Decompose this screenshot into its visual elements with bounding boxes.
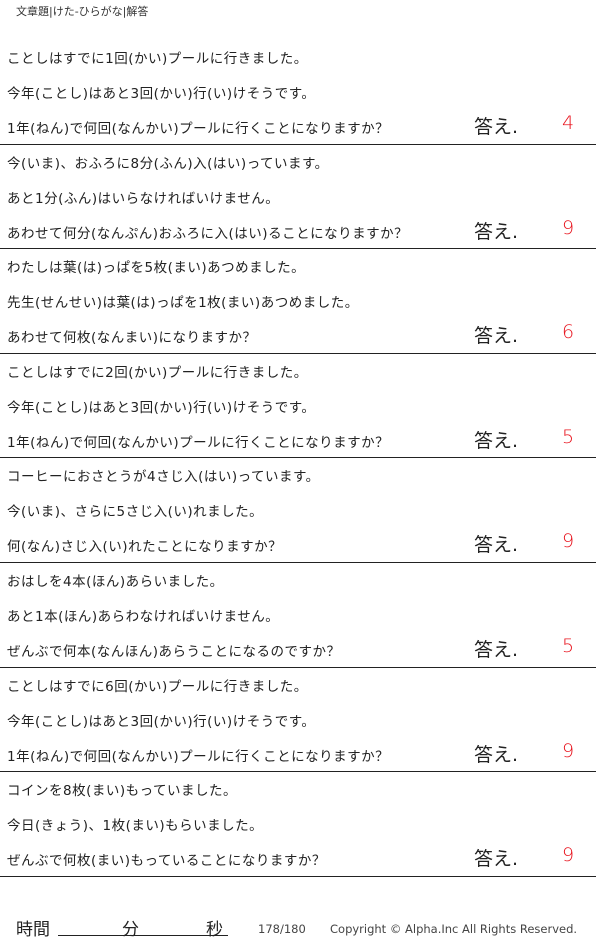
problem: ことしはすでに6回(かい)プールに行きました。今年(ことし)はあと3回(かい)行… [0,668,596,773]
problem: ことしはすでに1回(かい)プールに行きました。今年(ことし)はあと3回(かい)行… [0,40,596,145]
problem-line: 今年(ことし)はあと3回(かい)行(い)けそうです。 [7,86,316,102]
problem-line: ことしはすでに6回(かい)プールに行きました。 [7,678,308,695]
problem-line: 何(なん)さじ入(い)れたことになりますか？ [7,539,283,556]
problem-line: コーヒーにおさとうが4さじ入(はい)っています。 [7,469,320,486]
problem-line: あと1分(ふん)はいらなければいけません。 [7,190,280,207]
answer-value: 6 [562,321,575,344]
answer-label: 答え. [474,743,519,766]
problem-line: わたしは葉(は)っぱを5枚(まい)あつめました。 [7,260,306,277]
answer-value: 5 [562,635,575,657]
problem: おはしを4本(ほん)あらいました。あと1本(ほん)あらわなければいけません。ぜん… [0,563,596,668]
answer-label: 答え. [474,325,519,348]
problem-line: ことしはすでに1回(かい)プールに行きました。 [7,51,308,67]
problem-line: コインを8枚(まい)もっていました。 [7,783,237,800]
problem: コインを8枚(まい)もっていました。今日(きょう)、1枚(まい)もらいました。ぜ… [0,772,596,877]
copyright: Copyright © Alpha.Inc All Rights Reserve… [330,922,578,936]
problem-line: 1年(ねん)で何回(なんかい)プールに行くことになりますか？ [7,434,390,451]
problem-line: 今年(ことし)はあと3回(かい)行(い)けそうです。 [7,399,316,416]
problem-line: あと1本(ほん)あらわなければいけません。 [7,609,280,625]
problem-line: あわせて何枚(なんまい)になりますか？ [7,330,257,347]
problem-line: 先生(せんせい)は葉(は)っぱを1枚(まい)あつめました。 [7,295,359,312]
problem-line: あわせて何分(なんぷん)おふろに入(はい)ることになりますか？ [7,225,409,242]
seconds-label: 秒 [206,920,223,940]
problem-line: 今年(ことし)はあと3回(かい)行(い)けそうです。 [7,713,316,730]
problem: コーヒーにおさとうが4さじ入(はい)っています。今(いま)、さらに5さじ入(い)… [0,458,596,563]
time-blank [58,935,228,936]
problem-line: 今(いま)、さらに5さじ入(い)れました。 [7,504,264,521]
problem-line: ぜんぶで何本(なんほん)あらうことになるのですか？ [7,644,341,660]
problem-line: 1年(ねん)で何回(なんかい)プールに行くことになりますか？ [7,121,390,137]
answer-value: 9 [562,530,575,553]
problem-line: 1年(ねん)で何回(なんかい)プールに行くことになりますか？ [7,748,390,765]
problem: わたしは葉(は)っぱを5枚(まい)あつめました。先生(せんせい)は葉(は)っぱを… [0,249,596,354]
problem-line: ぜんぶで何枚(まい)もっていることになりますか？ [7,853,326,870]
problem: 今(いま)、おふろに8分(ふん)入(はい)っています。あと1分(ふん)はいらなけ… [0,145,596,250]
footer: 時間 分 秒 178/180 Copyright © Alpha.Inc All… [0,915,600,943]
problem-line: ことしはすでに2回(かい)プールに行きました。 [7,364,308,381]
answer-value: 9 [562,844,575,867]
answer-label: 答え. [474,429,519,452]
worksheet-title: 文章題|けた-ひらがな|解答 [16,5,149,18]
answer-label: 答え. [474,848,519,871]
answer-label: 答え. [474,116,519,138]
problem-line: 今日(きょう)、1枚(まい)もらいました。 [7,818,264,835]
page-number: 178/180 [258,922,306,936]
answer-label: 答え. [474,534,519,557]
answer-value: 9 [562,739,575,762]
problem-line: 今(いま)、おふろに8分(ふん)入(はい)っています。 [7,155,329,172]
time-label: 時間 [16,920,50,940]
answer-value: 9 [562,216,575,239]
answer-value: 5 [562,425,575,448]
problem-line: おはしを4本(ほん)あらいました。 [7,574,224,590]
minutes-label: 分 [122,920,139,940]
answer-label: 答え. [474,639,519,661]
problem: ことしはすでに2回(かい)プールに行きました。今年(ことし)はあと3回(かい)行… [0,354,596,459]
answer-label: 答え. [474,220,519,243]
answer-value: 4 [562,112,575,134]
